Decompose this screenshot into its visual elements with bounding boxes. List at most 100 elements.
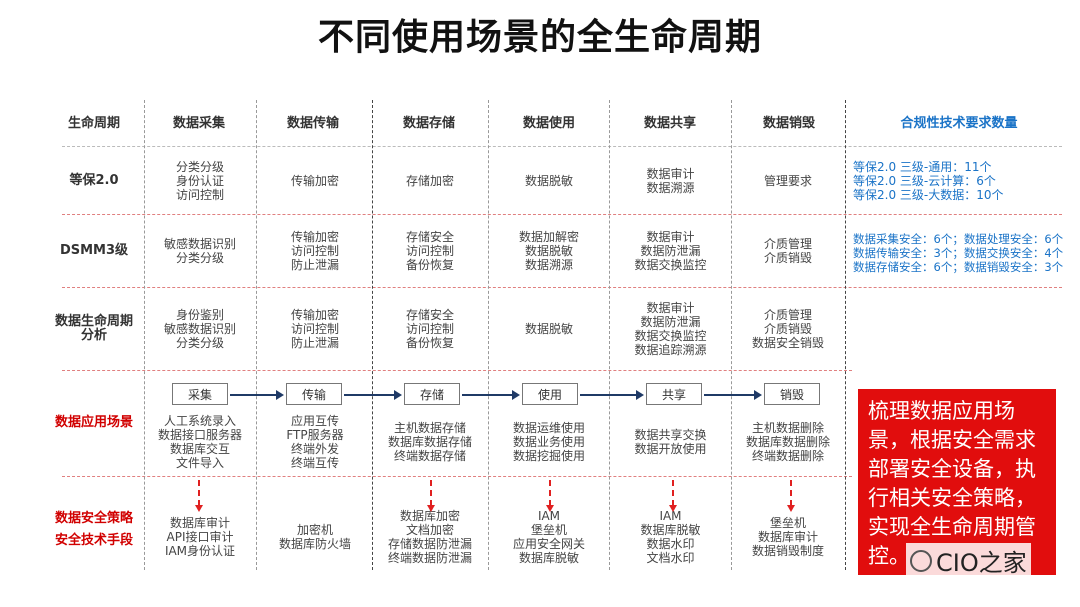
cell-line: 数据接口服务器: [157, 428, 242, 442]
cell-line: 数据溯源: [524, 258, 573, 272]
cell-line: 备份恢复: [405, 258, 454, 272]
row-label-strategy-line2: 安全技术手段: [54, 533, 133, 548]
compliance-line: 等保2.0 三级-大数据：10个: [853, 188, 1004, 202]
row-divider: [62, 214, 1062, 215]
cell-line: 人工系统录入: [163, 414, 236, 428]
header-collect: 数据采集: [172, 116, 225, 131]
cell-line: 访问控制: [290, 322, 339, 336]
cell-line: 备份恢复: [405, 336, 454, 350]
cell-line: 传输加密: [290, 230, 339, 244]
cell-line: 敏感数据识别: [163, 322, 236, 336]
cell-line: 身份认证: [175, 174, 224, 188]
cell-dengbao-5: 管理要求: [733, 150, 843, 212]
page-title: 不同使用场景的全生命周期: [317, 17, 762, 58]
cell-line: 数据库脱敏: [518, 551, 579, 565]
cell-analysis-3: 数据脱敏: [490, 292, 608, 366]
cell-line: 访问控制: [405, 244, 454, 258]
cell-line: 数据库加密: [399, 509, 460, 523]
row-label-dengbao: 等保2.0: [69, 173, 119, 188]
cell-line: 终端数据删除: [751, 449, 824, 463]
cell-line: 敏感数据识别: [163, 237, 236, 251]
cell-line: 文件导入: [175, 456, 224, 470]
cell-line: 终端数据存储: [393, 449, 466, 463]
row-label-analysis: 数据生命周期 分析: [48, 292, 140, 366]
cell-line: 数据审计: [646, 301, 695, 315]
cell-line: 数据库审计: [757, 530, 818, 544]
cell-scenario-5: 主机数据删除数据库数据删除终端数据删除: [733, 410, 843, 474]
cell-line: 存储安全: [405, 308, 454, 322]
cell-line: 加密机: [296, 523, 333, 537]
cell-line: IAM: [659, 509, 682, 523]
cell-scenario-4: 数据共享交换数据开放使用: [611, 410, 730, 474]
cell-line: 应用互传: [290, 414, 339, 428]
col-divider: [731, 100, 732, 570]
cell-dengbao-2: 存储加密: [373, 150, 487, 212]
cell-line: 数据业务使用: [512, 435, 585, 449]
header-storage: 数据存储: [402, 116, 455, 131]
cell-analysis-2: 存储安全访问控制备份恢复: [373, 292, 487, 366]
cell-dsmm-0: 敏感数据识别分类分级: [145, 218, 255, 284]
cell-line: 管理要求: [763, 174, 812, 188]
stage-box-collect: 采集: [172, 383, 228, 405]
cell-line: IAM: [537, 509, 561, 523]
cell-line: 数据加解密: [518, 230, 579, 244]
flow-arrow: [344, 390, 402, 400]
cell-line: 数据库交互: [169, 442, 230, 456]
col-divider: [845, 100, 846, 570]
header-share: 数据共享: [643, 116, 696, 131]
cell-line: 介质销毁: [763, 251, 812, 265]
cell-line: 数据库审计: [169, 516, 230, 530]
row-divider: [62, 370, 852, 371]
cell-line: 数据挖掘使用: [512, 449, 585, 463]
cell-line: 数据审计: [646, 167, 695, 181]
header-transfer: 数据传输: [286, 116, 339, 131]
header-destroy: 数据销毁: [762, 116, 815, 131]
cell-line: 终端数据防泄漏: [387, 551, 472, 565]
row-label-analysis-line2: 分析: [80, 328, 107, 343]
compliance-line: 数据存储安全：6个；数据销毁安全：3个: [853, 260, 1064, 274]
cell-line: 数据开放使用: [634, 442, 707, 456]
down-arrow: [546, 480, 554, 512]
cell-line: 防止泄漏: [290, 336, 339, 350]
cell-line: 介质销毁: [763, 322, 812, 336]
cell-line: 数据防泄漏: [640, 244, 701, 258]
cell-analysis-5: 介质管理介质销毁数据安全销毁: [733, 292, 843, 366]
cell-line: 主机数据存储: [393, 421, 466, 435]
cell-line: 数据销毁制度: [751, 544, 824, 558]
cell-line: 数据溯源: [646, 181, 695, 195]
cell-strategy-1: 加密机数据库防火墙: [258, 502, 372, 572]
cell-line: 数据库脱敏: [640, 523, 701, 537]
row-divider: [62, 146, 1062, 147]
header-compliance: 合规性技术要求数量: [900, 116, 1018, 131]
header-lifecycle: 生命周期: [67, 116, 120, 131]
cell-analysis-4: 数据审计数据防泄漏数据交换监控数据追踪溯源: [611, 292, 730, 366]
cell-line: 存储安全: [405, 230, 454, 244]
stage-box-use: 使用: [522, 383, 578, 405]
down-arrow: [787, 480, 795, 512]
cell-scenario-3: 数据运维使用数据业务使用数据挖掘使用: [490, 410, 608, 474]
row-divider: [62, 287, 1062, 288]
compliance-line: 等保2.0 三级-云计算：6个: [853, 174, 996, 188]
cell-line: 分类分级: [175, 160, 224, 174]
row-label-analysis-line1: 数据生命周期: [54, 314, 133, 329]
cell-line: 主机数据删除: [751, 421, 824, 435]
watermark-text: CIO之家: [936, 549, 1027, 577]
cell-dsmm-1: 传输加密访问控制防止泄漏: [258, 218, 372, 284]
cell-line: 文档水印: [646, 551, 695, 565]
cell-line: 传输加密: [290, 308, 339, 322]
cell-line: 身份鉴别: [175, 308, 224, 322]
row-label-strategy-line1: 数据安全策略: [54, 511, 133, 526]
cell-line: 存储加密: [405, 174, 454, 188]
flow-arrow: [230, 390, 284, 400]
col-divider: [256, 100, 257, 570]
cell-strategy-5: 堡垒机数据库审计数据销毁制度: [733, 502, 843, 572]
row-divider: [62, 476, 852, 477]
watermark: CIO之家: [906, 543, 1031, 578]
stage-box-share: 共享: [646, 383, 702, 405]
compliance-line: 等保2.0 三级-通用：11个: [853, 160, 992, 174]
cell-line: 数据交换监控: [634, 258, 707, 272]
cell-line: 堡垒机: [769, 516, 806, 530]
